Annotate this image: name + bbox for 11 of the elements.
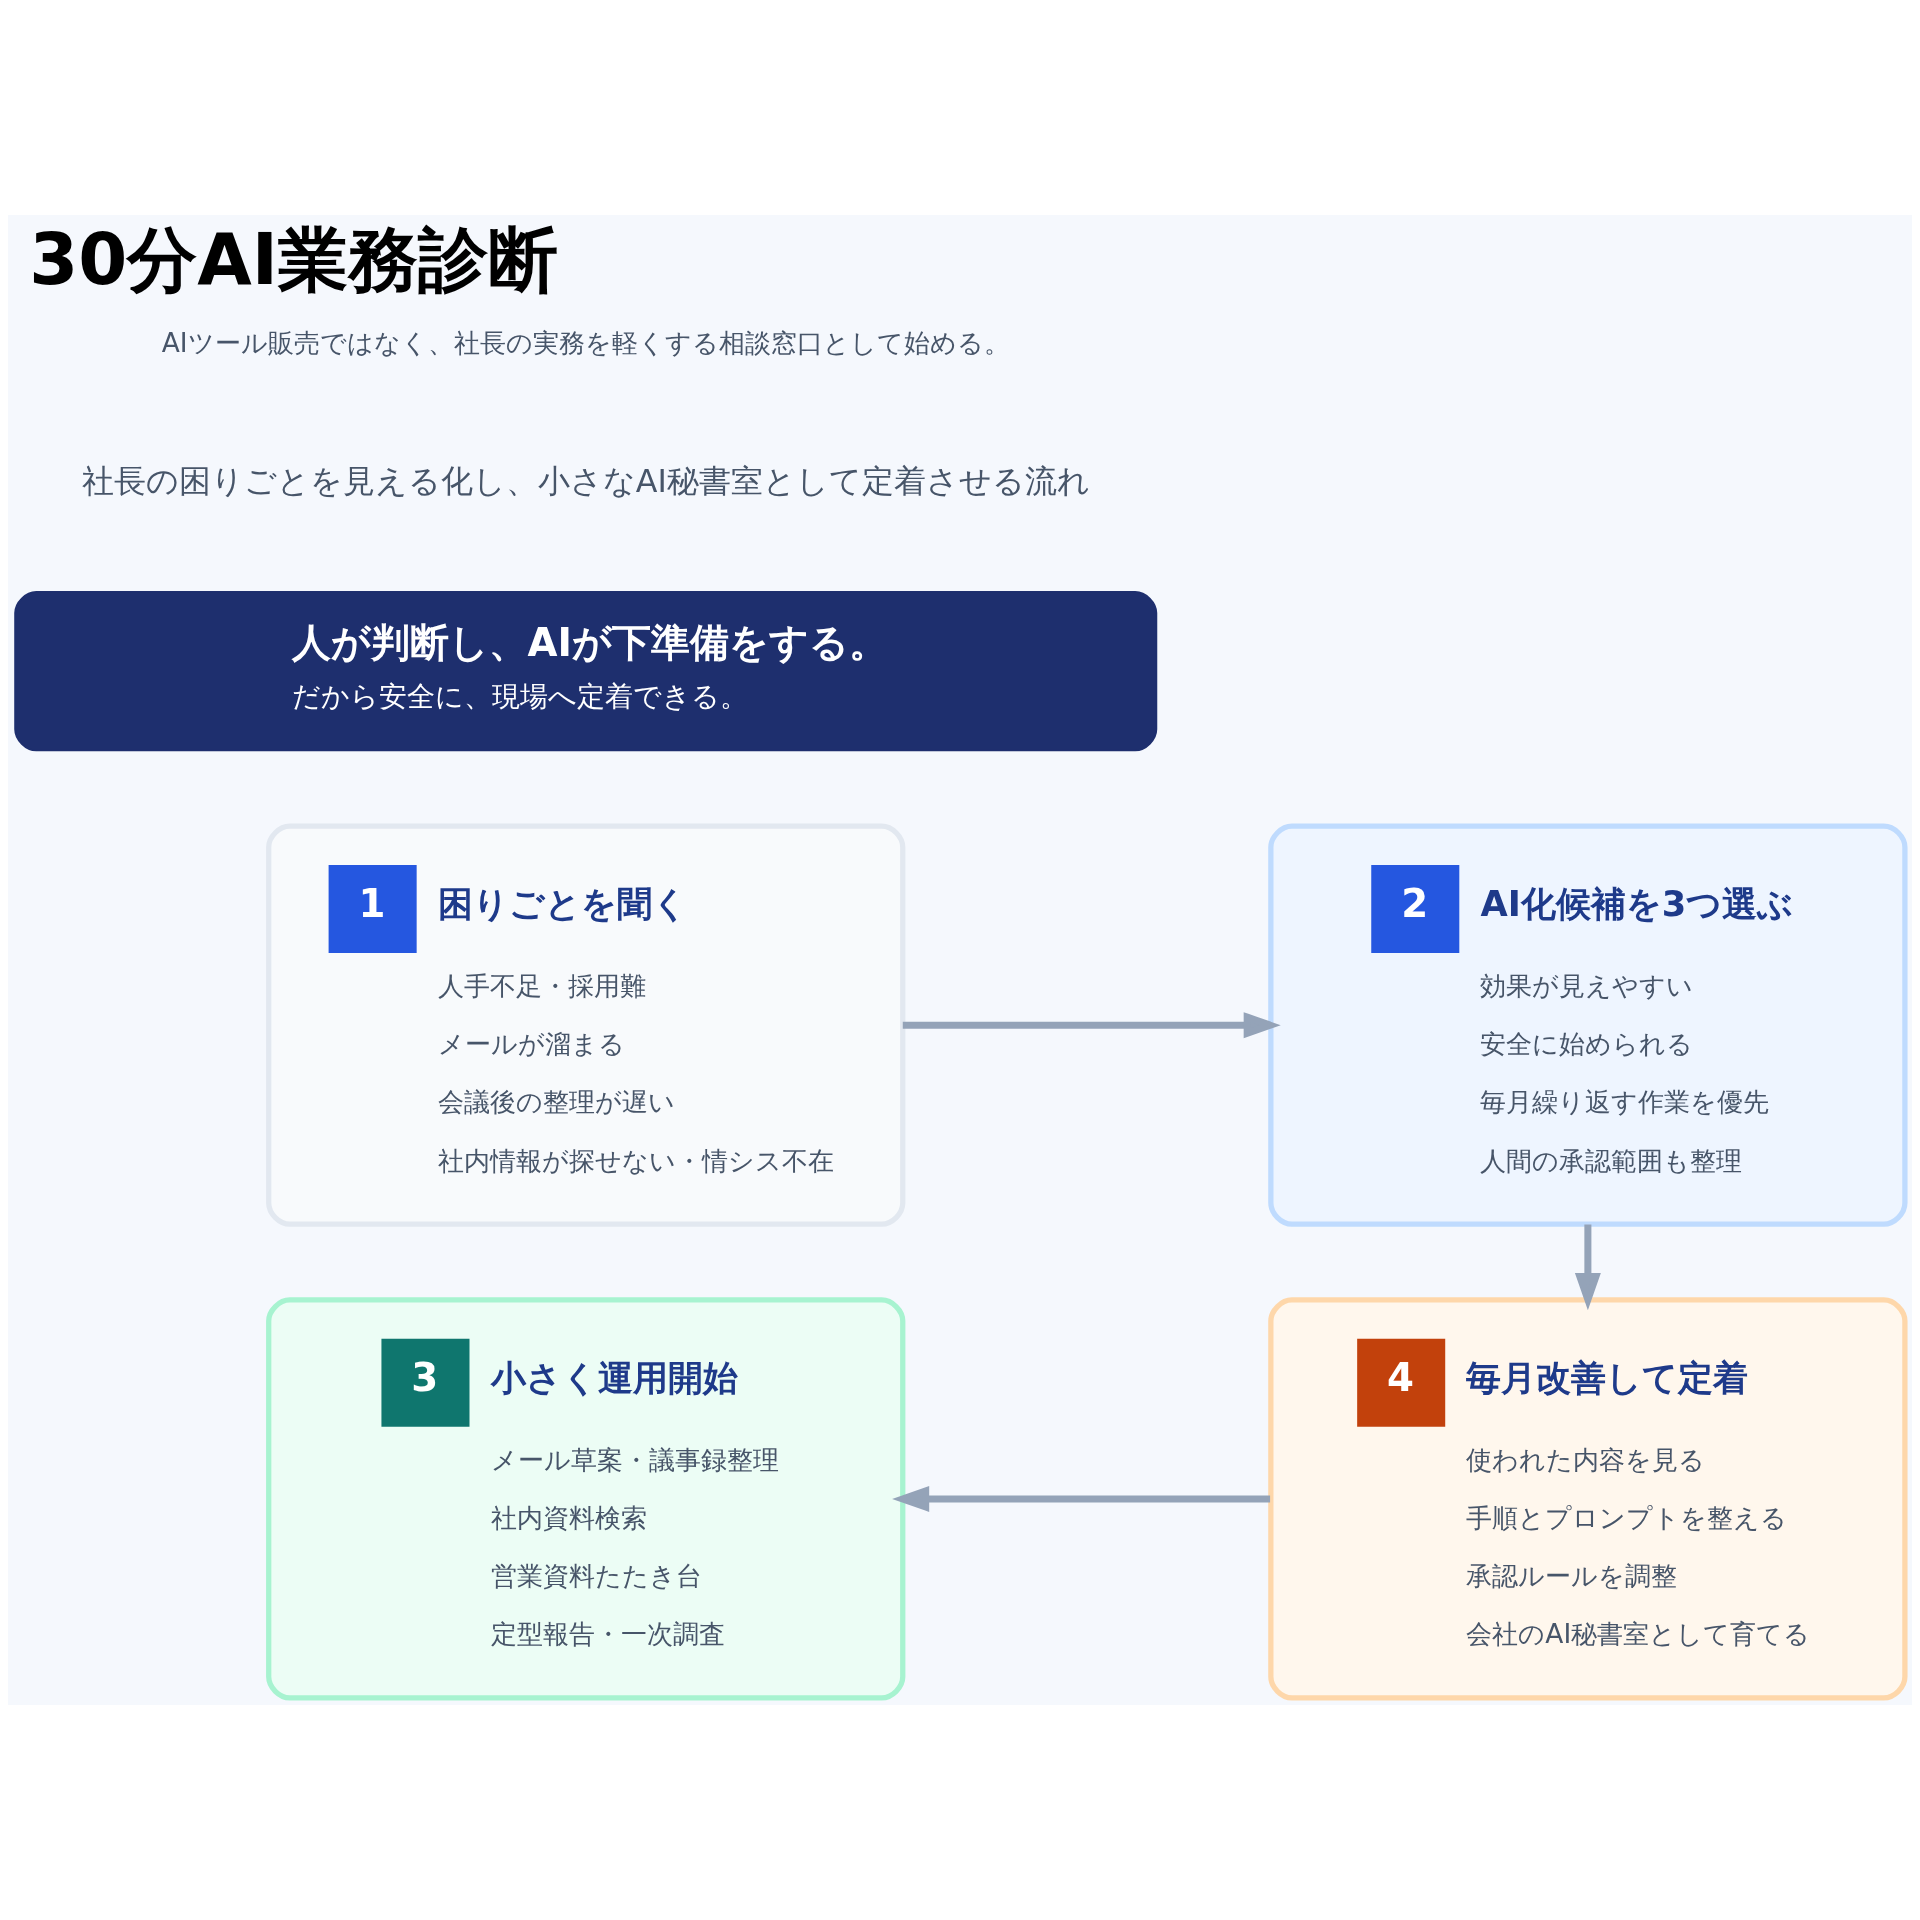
label: AIツール販売ではなく、社長の実務を軽くする相談窓口として始める。 — [161, 326, 1010, 358]
arrow — [892, 1485, 1271, 1512]
node-box: 人が判断し、AIが下準備をする。 だから安全に、現場へ定着できる。 — [14, 591, 1158, 752]
node-box: 2 AI化候補を3つ選ぶ 効果が見えやすい 安全に始められる 毎月繰り返す作業を優先 人間の承認範囲も整理 — [1268, 823, 1908, 1227]
node-box: 1 困りごとを聞く 人手不足・採用難 メールが溜まる 会議後の整理が遅い 社内情報が探せない・情シス不在 — [266, 823, 906, 1227]
node-box: 3 小さく運用開始 メール草案・議事録整理 社内資料検索 営業資料たたき台 定型報告・一次調査 — [266, 1297, 906, 1701]
arrow — [1574, 1224, 1601, 1311]
arrow — [902, 1012, 1281, 1039]
diagram-title: 30分AI業務診断 — [29, 218, 558, 301]
label: 社長の困りごとを見える化し、小さなAI秘書室として定着させる流れ — [81, 463, 1090, 500]
node-box: 4 毎月改善して定着 使われた内容を見る 手順とプロンプトを整える 承認ルールを調整 会社のAI秘書室として育てる — [1268, 1297, 1908, 1701]
